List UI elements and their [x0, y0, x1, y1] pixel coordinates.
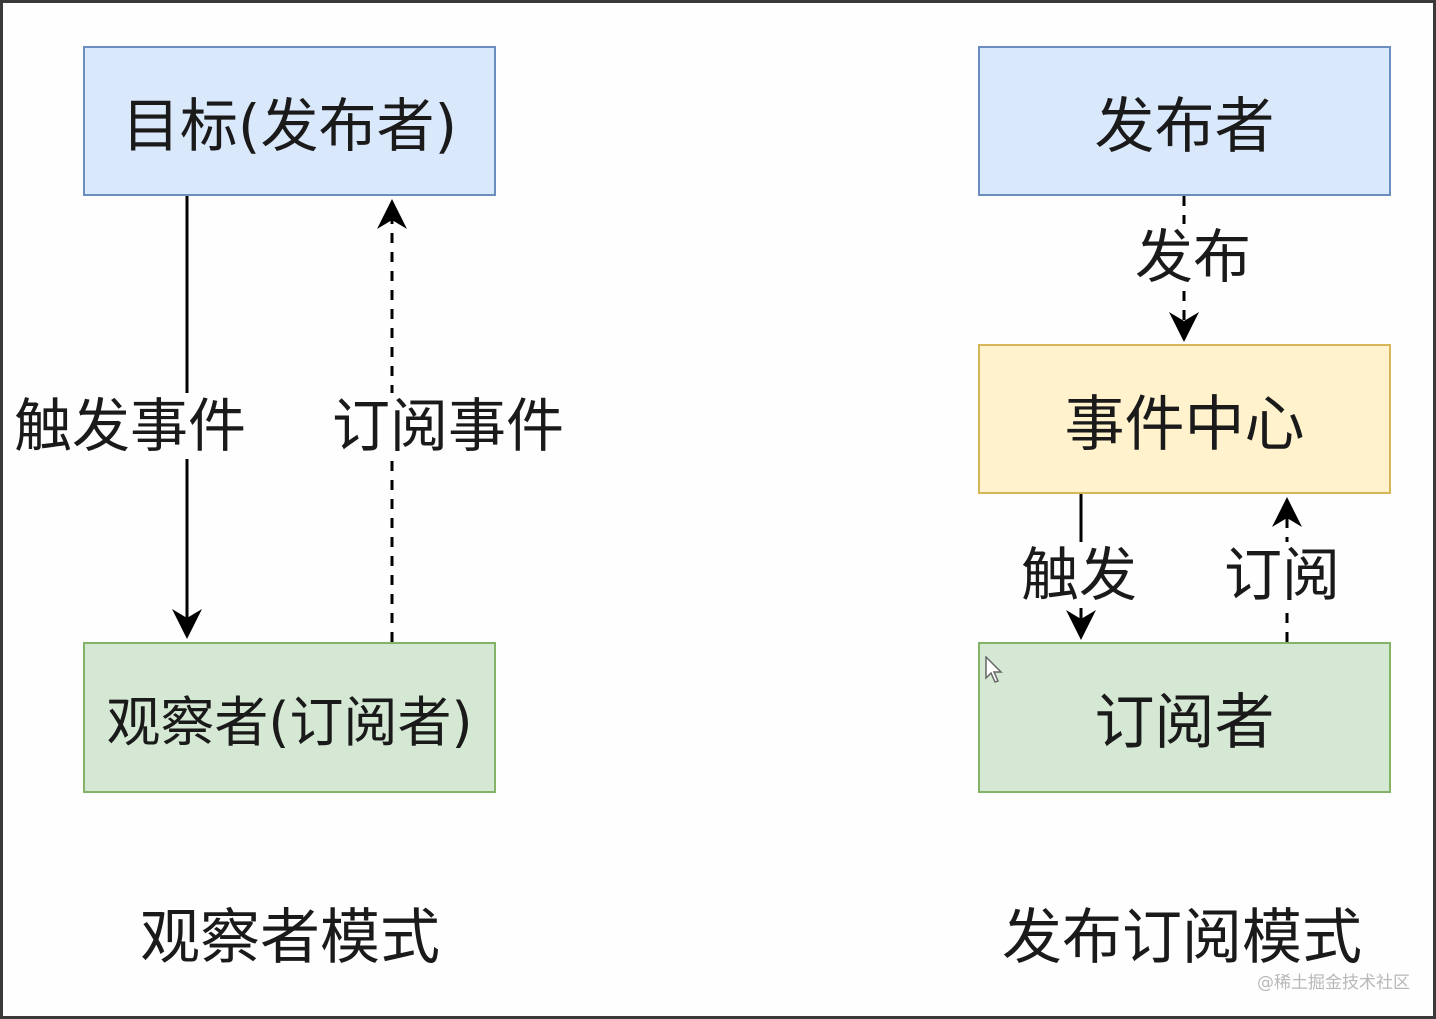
publisher-box-label: 发布者: [1094, 91, 1275, 162]
subscriber-box: 订阅者: [978, 642, 1391, 793]
subject-box: 目标(发布者): [83, 46, 496, 196]
observer-box: 观察者(订阅者): [83, 642, 496, 793]
mouse-cursor-icon: [985, 656, 1003, 683]
subject-box-label: 目标(发布者): [121, 92, 458, 160]
observer-caption: 观察者模式: [140, 903, 440, 973]
event-center-box-label: 事件中心: [1064, 389, 1305, 460]
observer-box-label: 观察者(订阅者): [106, 691, 473, 754]
pubsub-trigger-label: 触发: [1019, 541, 1140, 609]
pubsub-caption: 发布订阅模式: [1002, 903, 1362, 973]
observer-trigger-label: 触发事件: [12, 392, 249, 460]
observer-subscribe-label: 订阅事件: [330, 392, 567, 460]
watermark: @稀土掘金技术社区: [1257, 973, 1410, 993]
pubsub-publish-label: 发布: [1133, 223, 1254, 291]
pubsub-subscribe-label: 订阅: [1222, 541, 1343, 609]
publisher-box: 发布者: [978, 46, 1391, 196]
event-center-box: 事件中心: [978, 344, 1391, 494]
subscriber-box-label: 订阅者: [1094, 688, 1275, 758]
